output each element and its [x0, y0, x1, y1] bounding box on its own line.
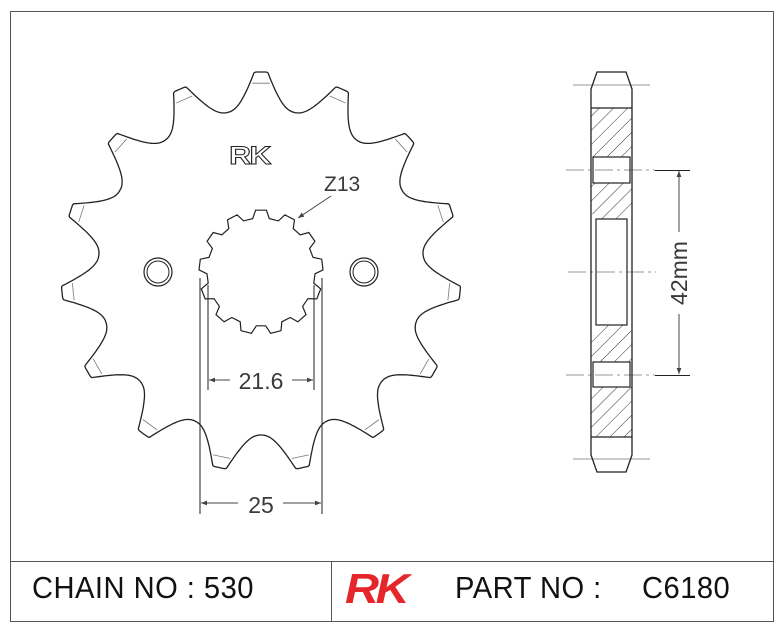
sprocket-outline — [60, 71, 462, 470]
centerlines — [566, 84, 656, 460]
dimension-spline-outer-value: 25 — [248, 492, 274, 518]
tooth-chamfer-lines — [71, 82, 451, 459]
dimension-hole-spacing-value: 42mm — [666, 241, 692, 305]
hatch-top-lower — [591, 183, 632, 219]
dimension-hole-spacing: 42mm — [655, 170, 692, 376]
spline-leader-line — [297, 195, 332, 219]
hatch-top-upper — [591, 108, 632, 157]
hatch-bottom-upper — [591, 325, 632, 362]
dimension-spline-inner: 21.6 — [207, 285, 315, 394]
spline-bore-outline — [198, 209, 324, 334]
part-number-value: C6180 — [642, 570, 731, 605]
dimension-spline-inner-value: 21.6 — [239, 368, 284, 394]
drawing-frame — [10, 11, 774, 622]
mounting-hole-left — [143, 257, 173, 287]
side-view-outline — [590, 71, 633, 473]
side-view: 42mm — [566, 71, 692, 473]
part-number-label: PART NO : — [455, 570, 602, 605]
chain-number-label: CHAIN NO : 530 — [32, 570, 254, 605]
front-view: RK Z13 21.6 25 — [60, 71, 462, 518]
rk-brand-logo: RK — [345, 565, 410, 612]
hatch-bottom-lower — [591, 387, 632, 437]
rk-engraved-logo: RK — [229, 141, 271, 169]
dimension-spline-outer: 25 — [199, 278, 323, 518]
mounting-hole-right — [349, 257, 379, 287]
spline-tooth-count-label: Z13 — [324, 173, 360, 196]
